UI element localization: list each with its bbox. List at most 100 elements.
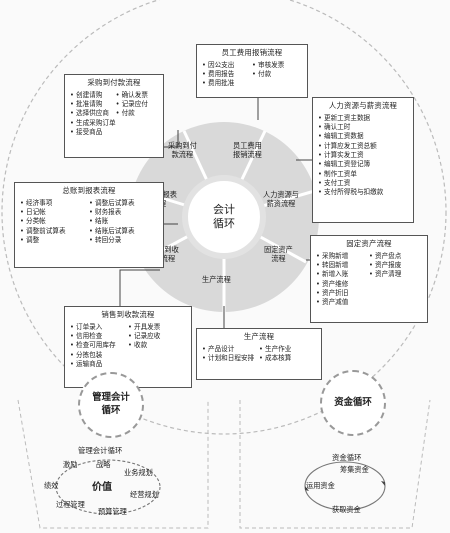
list-item: 资产折旧	[316, 289, 369, 298]
list-item: 编辑工资数据	[318, 132, 408, 141]
list-item: 新增入账	[316, 270, 369, 279]
list-item: 记录应付	[116, 100, 158, 109]
list-item: 分类帐	[20, 217, 89, 226]
list-item: 资产减值	[316, 298, 369, 307]
list-item: 转固新增	[316, 261, 369, 270]
fund-step: 运用资金	[306, 481, 335, 490]
list-item: 结账后试算表	[89, 227, 158, 236]
mgmt-step: 绩效	[44, 481, 59, 490]
box-asset-col2: 资产盘点资产报废资产清理	[369, 252, 422, 308]
box-asset-col1: 采购新增转固新增新增入账资产维修资产折旧资产减值	[316, 252, 369, 308]
bubble-fund-cycle: 资金循环	[320, 370, 386, 436]
hub-line2: 循环	[213, 217, 235, 230]
list-item: 确认发票	[116, 91, 158, 100]
box-production-col1: 产品设计计划和日程安排	[202, 345, 259, 364]
list-item: 运输商品	[70, 360, 128, 369]
list-item: 分拣包装	[70, 351, 128, 360]
mgmt-cycle-ring	[55, 459, 161, 515]
mgmt-title: 管理会计循环	[78, 446, 123, 455]
box-expense: 员工费用报销流程 因公支出费用报告费用批准 审核发票付款	[196, 44, 308, 98]
box-asset-title: 固定资产流程	[346, 239, 392, 248]
list-item: 计算实发工资	[318, 151, 408, 160]
box-sales-title: 销售到收款流程	[101, 310, 155, 319]
seg-hr: 人力资源与薪资流程	[263, 190, 299, 209]
list-item: 资产维修	[316, 280, 369, 289]
box-report-col1: 经济事项日记帐分类帐调整前试算表调整	[20, 199, 89, 246]
list-item: 支付所得税与扣缴款	[318, 188, 408, 197]
list-item: 资产盘点	[369, 252, 422, 261]
list-item: 费用批准	[202, 79, 252, 88]
mgmt-step: 预算管理	[98, 507, 127, 516]
list-item: 更新工资主数据	[318, 114, 408, 123]
fund-step: 获取资金	[332, 505, 361, 514]
box-hr-col1: 更新工资主数据确认工时编辑工资数据计算应发工资总额计算实发工资编辑工资登记簿制作…	[318, 114, 408, 198]
list-item: 调整	[20, 236, 89, 245]
list-item: 收款	[128, 341, 186, 350]
fund-title: 资金循环	[332, 453, 362, 462]
box-asset: 固定资产流程 采购新增转固新增新增入账资产维修资产折旧资产减值 资产盘点资产报废…	[310, 235, 428, 323]
list-item: 订单录入	[70, 323, 128, 332]
box-hr-title: 人力资源与薪资流程	[328, 101, 398, 110]
list-item: 创建请购	[70, 91, 116, 100]
list-item: 采购新增	[316, 252, 369, 261]
list-item: 日记帐	[20, 208, 89, 217]
box-report: 总账到报表流程 经济事项日记帐分类帐调整前试算表调整 调整后试算表财务报表结账结…	[14, 182, 164, 268]
box-production: 生产流程 产品设计计划和日程安排 生产作业成本核算	[196, 328, 322, 380]
list-item: 批准请购	[70, 100, 116, 109]
mgmt-region	[17, 399, 209, 529]
seg-purchase: 采购到付款流程	[168, 141, 197, 160]
list-item: 转回分录	[89, 236, 158, 245]
list-item: 制作工资单	[318, 170, 408, 179]
list-item: 接受商品	[70, 128, 116, 137]
list-item: 财务报表	[89, 208, 158, 217]
hub-line1: 会计	[213, 202, 235, 216]
list-item: 调整前试算表	[20, 227, 89, 236]
list-item: 选择供应商	[70, 109, 116, 118]
box-sales: 销售到收款流程 订单录入信用检查检查可用库存分拣包装运输商品 开具发票记录应收收…	[64, 306, 192, 388]
list-item: 生产作业	[259, 345, 316, 354]
mgmt-step: 业务规划	[124, 468, 153, 477]
box-production-col2: 生产作业成本核算	[259, 345, 316, 364]
list-item: 开具发票	[128, 323, 186, 332]
list-item: 成本核算	[259, 354, 316, 363]
list-item: 编辑工资登记簿	[318, 160, 408, 169]
list-item: 计划和日程安排	[202, 354, 259, 363]
box-hr: 人力资源与薪资流程 更新工资主数据确认工时编辑工资数据计算应发工资总额计算实发工…	[312, 97, 414, 223]
list-item: 资产清理	[369, 270, 422, 279]
seg-asset: 固定资产流程	[264, 245, 293, 264]
list-item: 记录应收	[128, 332, 186, 341]
mgmt-step: 过程管理	[56, 500, 85, 509]
list-item: 信用检查	[70, 332, 128, 341]
list-item: 生成采购订单	[70, 119, 116, 128]
list-item: 结账	[89, 217, 158, 226]
box-expense-title: 员工费用报销流程	[221, 48, 283, 57]
list-item: 经济事项	[20, 199, 89, 208]
box-sales-col2: 开具发票记录应收收款	[128, 323, 186, 370]
list-item: 检查可用库存	[70, 341, 128, 350]
list-item: 计算应发工资总额	[318, 142, 408, 151]
bubble-mgmt-cycle: 管理会计循环	[78, 372, 144, 438]
list-item: 因公支出	[202, 61, 252, 70]
box-report-col2: 调整后试算表财务报表结账结账后试算表转回分录	[89, 199, 158, 246]
seg-sales: 销售到收款流程	[150, 245, 179, 264]
list-item: 产品设计	[202, 345, 259, 354]
fund-step: 筹集资金	[340, 465, 369, 474]
list-item: 付款	[116, 109, 158, 118]
mgmt-center-value: 价值	[92, 482, 112, 493]
box-purchase-col1: 创建请购批准请购选择供应商生成采购订单接受商品	[70, 91, 116, 138]
mgmt-step: 经营规划	[130, 490, 159, 499]
mgmt-step: 激励	[63, 460, 78, 469]
mgmt-step: 战略	[96, 460, 111, 469]
box-report-title: 总账到报表流程	[62, 186, 116, 195]
box-purchase-col2: 确认发票记录应付付款	[116, 91, 158, 138]
list-item: 费用报告	[202, 70, 252, 79]
box-expense-col2: 审核发票付款	[252, 61, 302, 89]
list-item: 审核发票	[252, 61, 302, 70]
seg-expense: 员工费用报销流程	[233, 141, 262, 160]
outer-dashed-ring	[1, 0, 447, 435]
list-item: 确认工时	[318, 123, 408, 132]
box-expense-col1: 因公支出费用报告费用批准	[202, 61, 252, 89]
box-purchase: 采购到付款流程 创建请购批准请购选择供应商生成采购订单接受商品 确认发票记录应付…	[64, 74, 164, 158]
list-item: 支付工资	[318, 179, 408, 188]
